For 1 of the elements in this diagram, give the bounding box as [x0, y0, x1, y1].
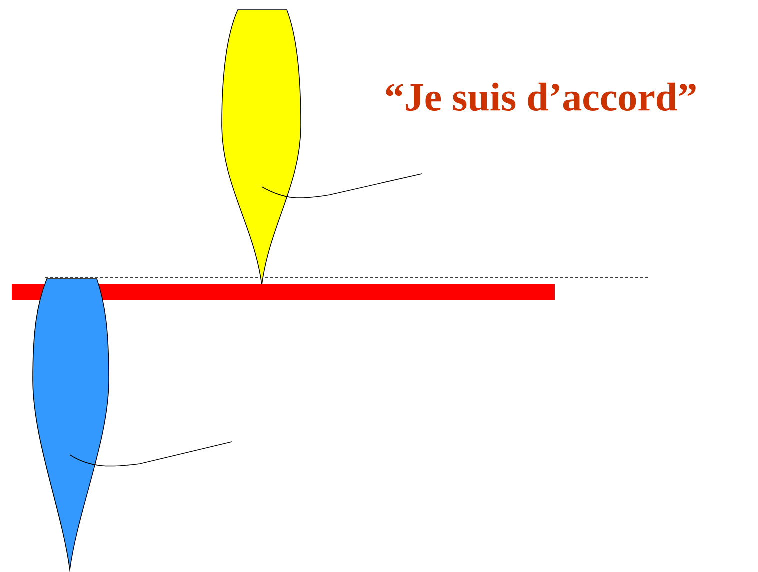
quote-text: “Je suis d’accord” [386, 82, 696, 112]
